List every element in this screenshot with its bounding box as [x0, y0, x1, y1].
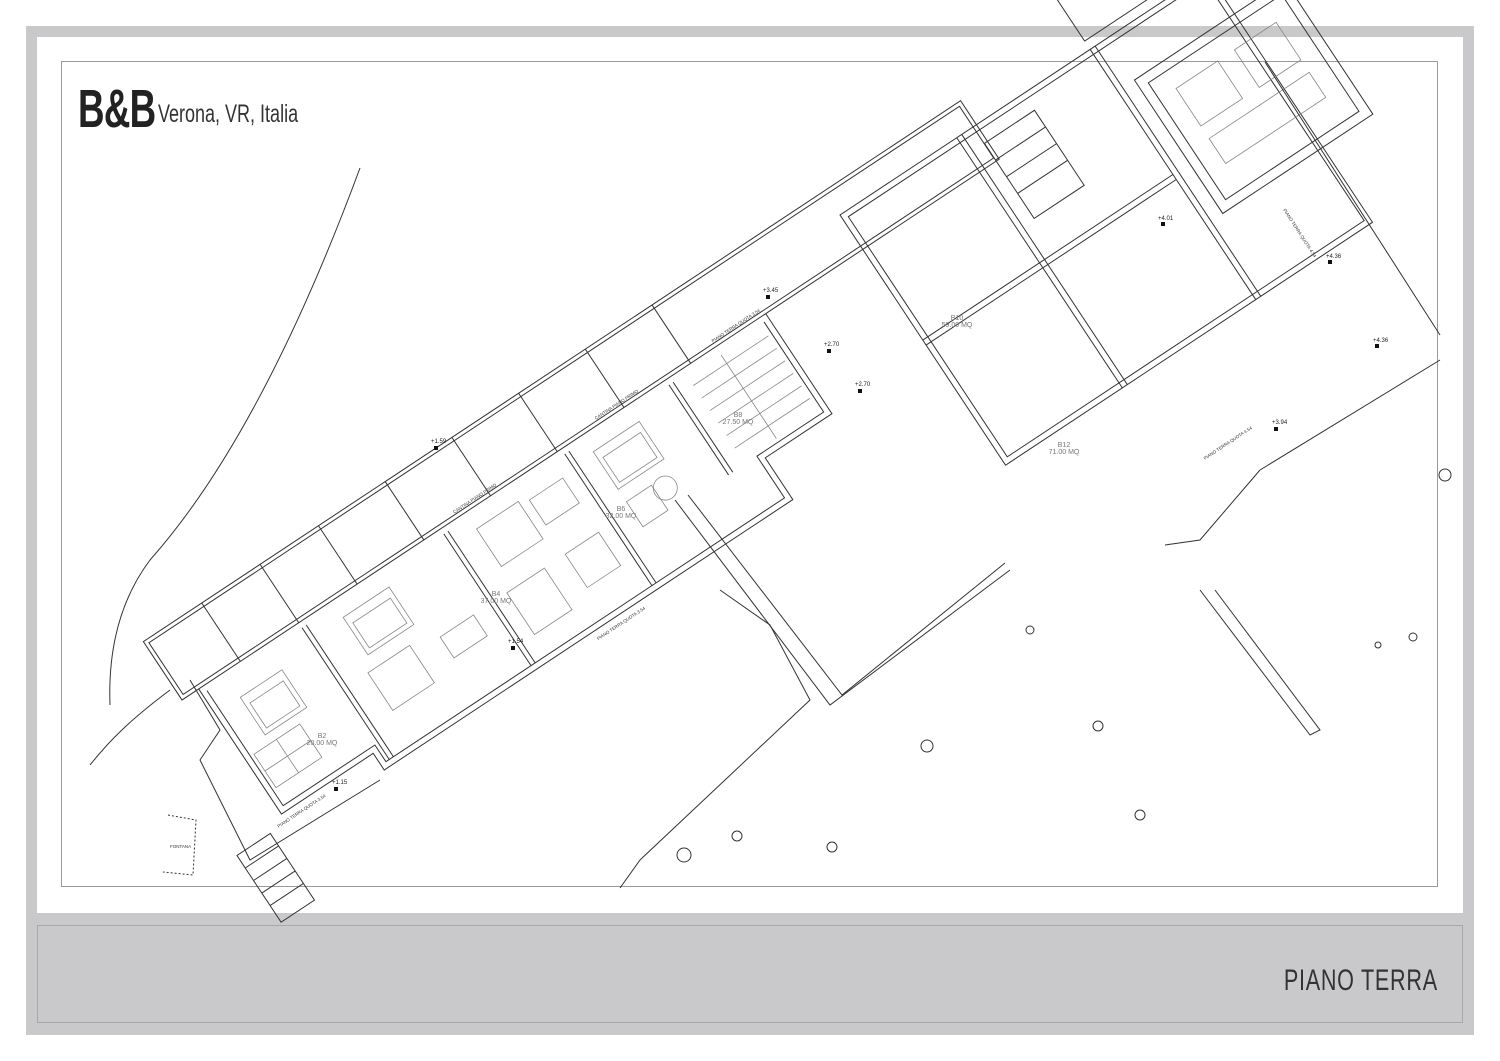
site-boundary	[1259, 359, 1441, 471]
svg-text:71.00 MQ: 71.00 MQ	[1049, 449, 1080, 456]
drawing-sheet	[37, 37, 1463, 913]
svg-text:+3.94: +3.94	[1272, 420, 1288, 426]
elevation-marker: +3.94	[1272, 420, 1288, 431]
courtyard-walls	[189, 469, 1321, 889]
svg-text:27.50 MQ: 27.50 MQ	[723, 419, 754, 426]
svg-text:B4: B4	[492, 591, 501, 598]
note-cantina: CANTINA PIANO PRIMO	[452, 482, 498, 514]
svg-text:+3.45: +3.45	[763, 288, 779, 294]
note-piano-terra: PIANO TERRA QUOTA 3.54	[276, 793, 327, 829]
svg-text:+1.54: +1.54	[508, 639, 524, 645]
elevation-marker: +4.01	[1158, 216, 1174, 226]
svg-text:B10: B10	[951, 315, 964, 322]
svg-text:+2.70: +2.70	[855, 382, 871, 388]
note-piano-terra: PIANO TERRA QUOTA 3.54	[711, 308, 762, 344]
svg-text:+4.01: +4.01	[1158, 216, 1174, 222]
svg-text:+4.36: +4.36	[1373, 338, 1389, 344]
svg-text:32.00 MQ: 32.00 MQ	[606, 513, 637, 520]
svg-text:B8: B8	[734, 412, 743, 419]
elevation-marker: +1.54	[508, 639, 524, 650]
elevation-marker: +1.15	[332, 780, 348, 791]
svg-text:+1.15: +1.15	[332, 780, 348, 786]
note-cantina: CANTINA PIANO PRIMO	[594, 388, 640, 420]
elevation-marker: +3.45	[763, 288, 779, 299]
sheet-title: PIANO TERRA	[1284, 964, 1438, 997]
svg-text:B2: B2	[318, 733, 327, 740]
svg-text:20.00 MQ: 20.00 MQ	[307, 740, 338, 747]
note-piano-terra: PIANO TERRA QUOTA 3.54	[596, 605, 647, 641]
building-right-block	[839, 0, 1386, 466]
drawing-border	[61, 61, 1438, 887]
elevation-marker: +2.70	[824, 342, 840, 353]
svg-text:+1.59: +1.59	[431, 439, 447, 445]
note-piano-terra: PIANO TERRA QUOTA 4.54	[1203, 425, 1254, 461]
svg-text:+2.70: +2.70	[824, 342, 840, 348]
svg-text:+4.36: +4.36	[1326, 254, 1342, 260]
elevation-marker: +1.59	[431, 439, 447, 450]
elevation-marker: +4.36	[1373, 338, 1389, 348]
svg-text:59.00 MQ: 59.00 MQ	[942, 322, 973, 329]
brand-title: B&B	[78, 79, 156, 139]
title-block: PIANO TERRA	[37, 925, 1463, 1023]
site-boundary	[109, 167, 361, 706]
note-fontana: FONTANA	[170, 844, 191, 849]
svg-text:37.00 MQ: 37.00 MQ	[481, 598, 512, 605]
svg-text:B6: B6	[617, 506, 626, 513]
site-boundary	[1264, 61, 1441, 336]
elevation-marker: +4.36	[1326, 254, 1342, 264]
site-boundary	[89, 689, 171, 766]
trees	[676, 468, 1452, 863]
elevation-marker: +2.70	[855, 382, 871, 393]
location-subtitle: Verona, VR, Italia	[158, 100, 299, 128]
note-piano-terra: PIANO TERRA QUOTA 4.54	[1282, 208, 1317, 259]
svg-text:B12: B12	[1058, 442, 1071, 449]
